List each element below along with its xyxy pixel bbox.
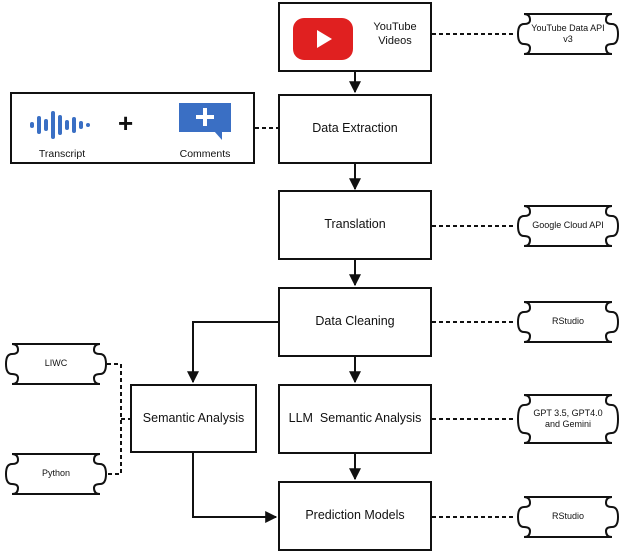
tool-rstudio-1-label: RStudio xyxy=(551,316,585,327)
waveform-icon xyxy=(30,111,90,139)
tool-gpt: GPT 3.5, GPT4.0 and Gemini xyxy=(516,393,620,445)
youtube-videos-box: YouTube Videos xyxy=(278,2,432,72)
tool-rstudio-1: RStudio xyxy=(516,300,620,344)
tool-python: Python xyxy=(4,452,108,496)
tool-python-label: Python xyxy=(41,468,71,479)
tool-google-cloud: Google Cloud API xyxy=(516,204,620,248)
tag-shape xyxy=(4,343,108,385)
translation-box: Translation xyxy=(278,190,432,260)
dash-liwc-python-bracket xyxy=(107,363,122,475)
tool-google-cloud-label: Google Cloud API xyxy=(532,220,604,231)
tool-youtube-api: YouTube Data API v3 xyxy=(516,12,620,56)
prediction-models-label: Prediction Models xyxy=(305,508,405,523)
youtube-play-icon xyxy=(293,18,353,60)
transcript-label: Transcript xyxy=(38,148,86,160)
tool-youtube-api-label: YouTube Data API v3 xyxy=(531,22,605,44)
inputs-box: Transcript + Comments xyxy=(10,92,255,164)
tool-gpt-label: GPT 3.5, GPT4.0 and Gemini xyxy=(533,407,603,429)
comment-bubble-icon xyxy=(179,103,231,140)
tool-liwc: LIWC xyxy=(4,342,108,386)
data-cleaning-label: Data Cleaning xyxy=(315,314,395,329)
comments-label: Comments xyxy=(179,148,231,160)
translation-label: Translation xyxy=(324,217,386,232)
tag-shape xyxy=(516,13,620,55)
tag-shape xyxy=(516,394,620,444)
tool-liwc-label: LIWC xyxy=(44,358,68,369)
semantic-analysis-label: Semantic Analysis xyxy=(142,410,245,425)
data-extraction-box: Data Extraction xyxy=(278,94,432,164)
prediction-models-box: Prediction Models xyxy=(278,481,432,551)
youtube-videos-label: YouTube Videos xyxy=(373,21,417,47)
arrow-cleaning-to-semantic xyxy=(187,321,278,384)
plus-icon: + xyxy=(118,108,134,138)
data-extraction-label: Data Extraction xyxy=(312,121,398,136)
data-cleaning-box: Data Cleaning xyxy=(278,287,432,357)
tool-rstudio-2-label: RStudio xyxy=(551,511,585,522)
tag-shape xyxy=(516,205,620,247)
tool-rstudio-2: RStudio xyxy=(516,495,620,539)
tag-shape xyxy=(4,453,108,495)
tag-shape xyxy=(516,301,620,343)
llm-semantic-analysis-box: LLM Semantic Analysis xyxy=(278,384,432,454)
tag-shape xyxy=(516,496,620,538)
arrow-semantic-to-prediction xyxy=(192,453,278,523)
llm-semantic-analysis-label: LLM Semantic Analysis xyxy=(288,411,422,426)
semantic-analysis-box: Semantic Analysis xyxy=(130,384,257,453)
